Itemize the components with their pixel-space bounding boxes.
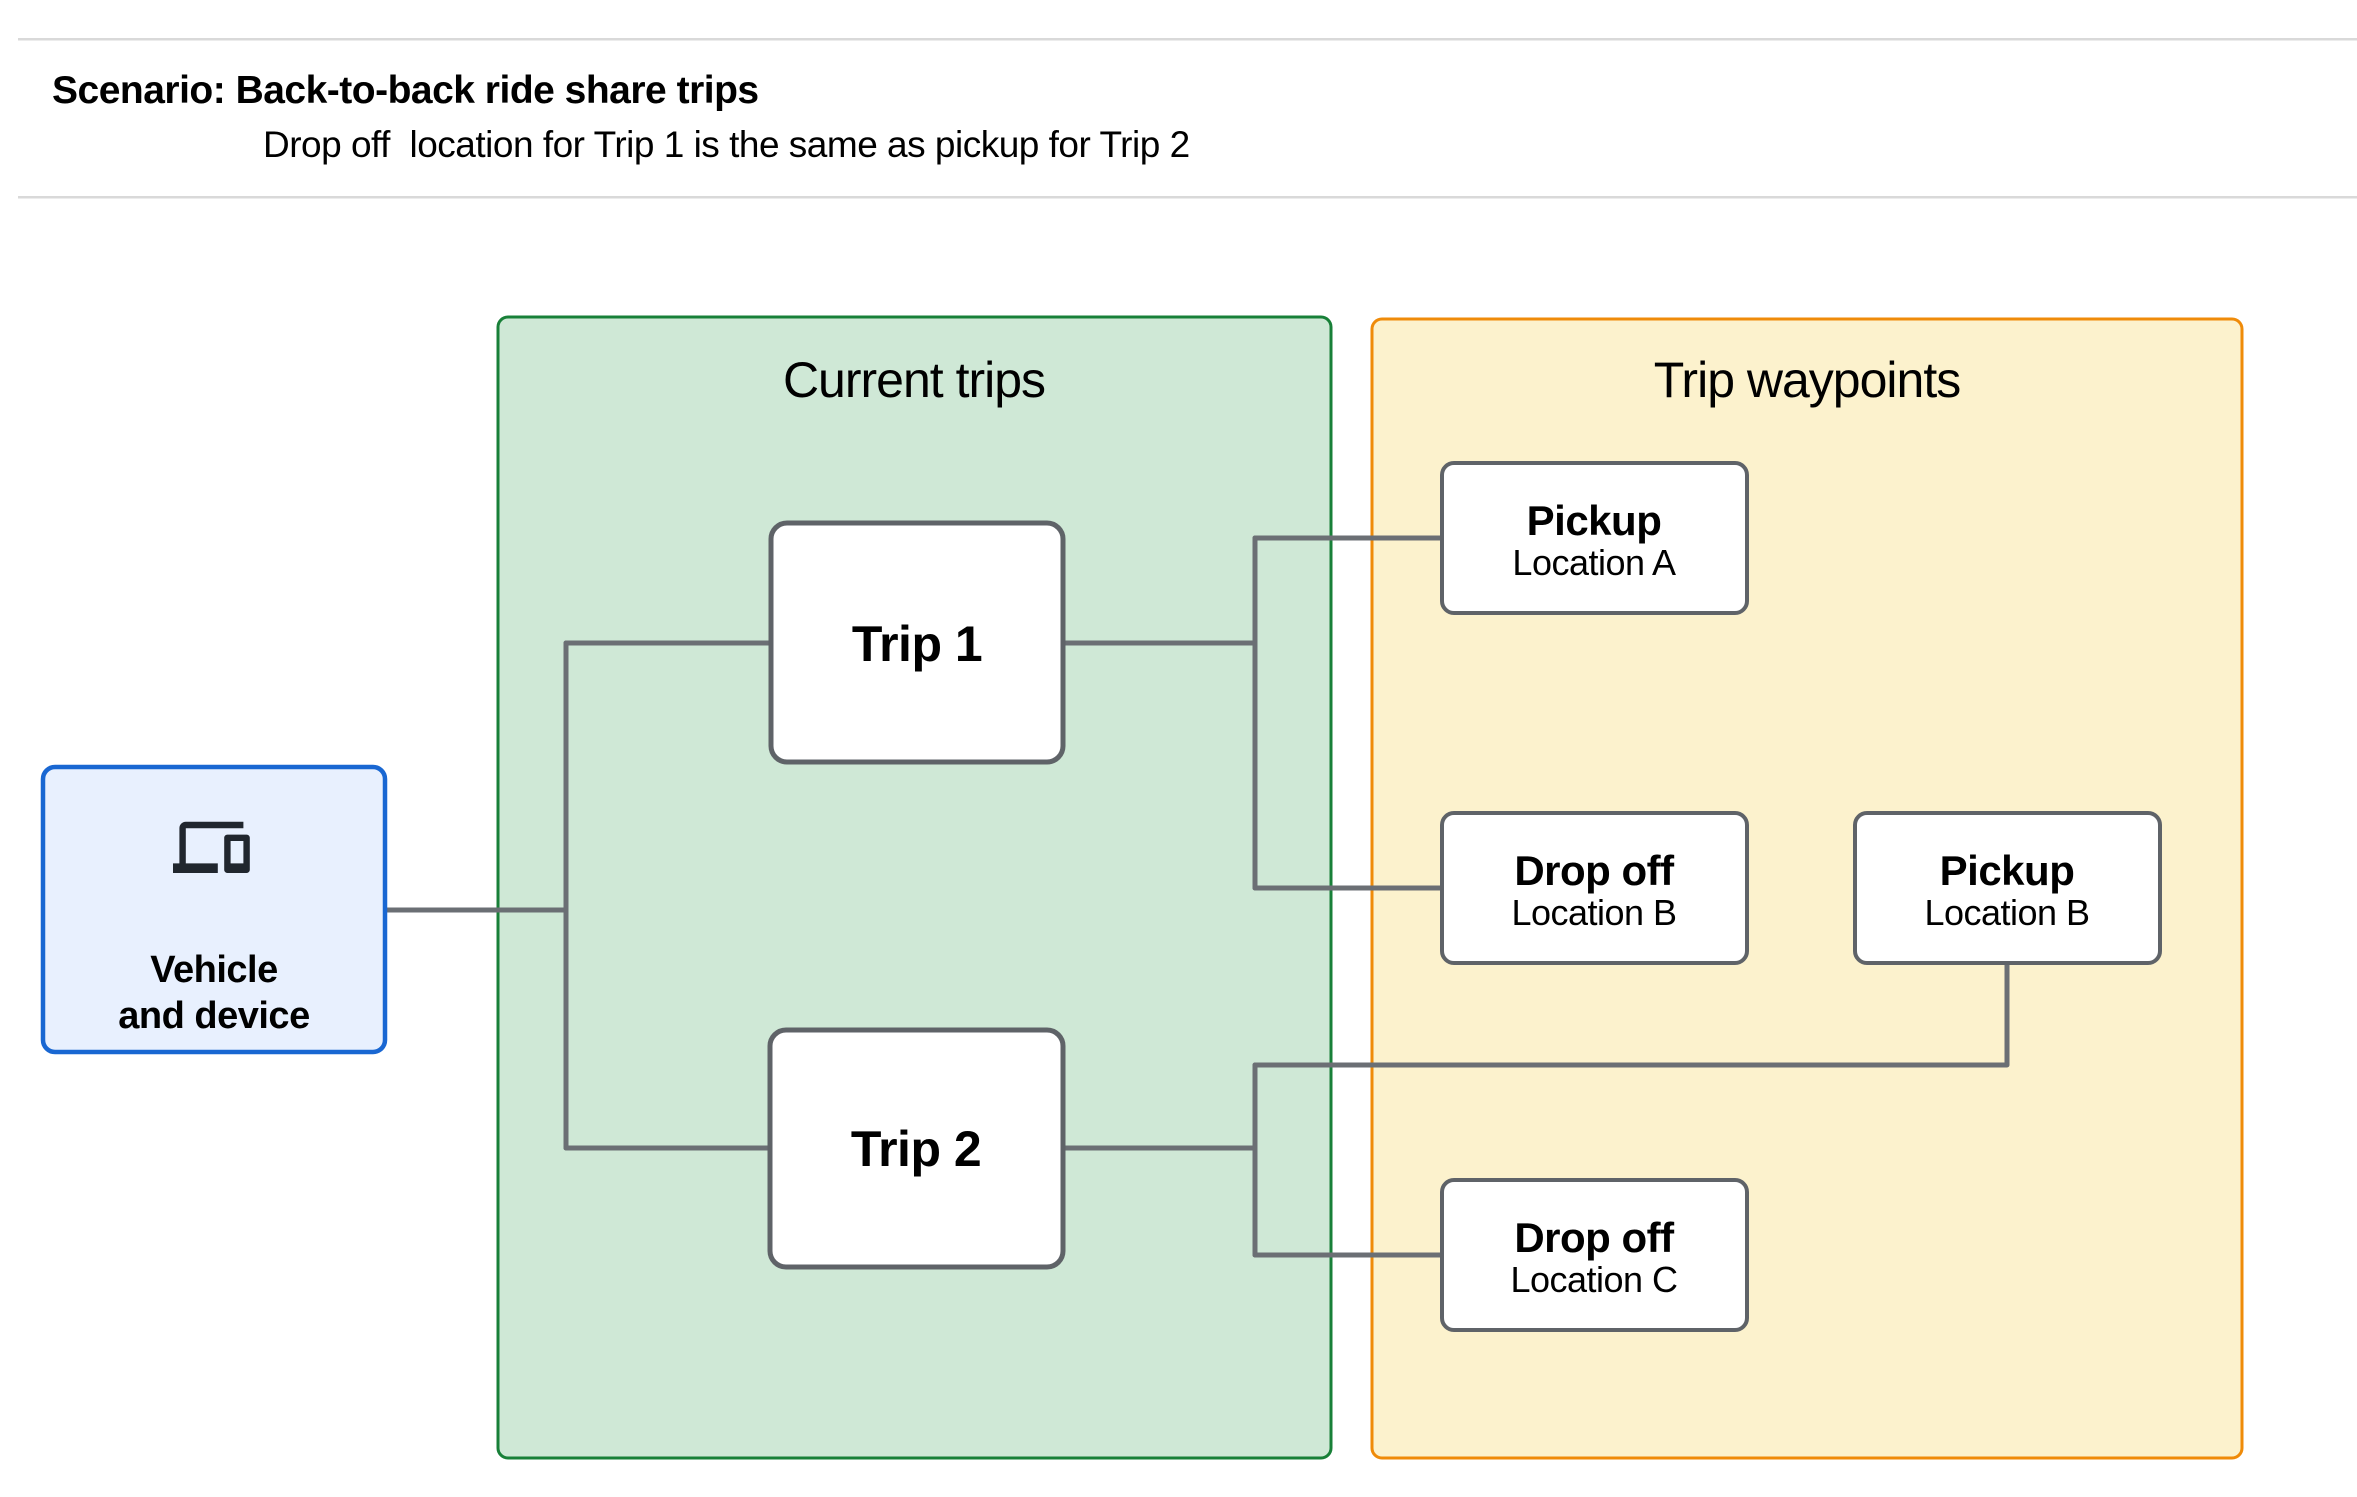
page-title: Scenario: Back-to-back ride share trips xyxy=(52,69,759,112)
waypoint-pickup-b: Pickup Location B xyxy=(1853,811,2162,965)
page-subtitle: Drop off location for Trip 1 is the same… xyxy=(263,124,1190,165)
vehicle-label-line1: Vehicle xyxy=(150,949,277,991)
vehicle-node: Vehicle and device xyxy=(40,764,388,1055)
connector-pickup-b-link xyxy=(1252,959,2010,1068)
vehicle-box xyxy=(40,764,388,1055)
trip-waypoints-title: Trip waypoints xyxy=(1654,352,1960,408)
trip2-label: Trip 2 xyxy=(851,1121,981,1177)
dropoff-b-title: Drop off xyxy=(1514,847,1675,894)
dropoff-b-box xyxy=(1440,811,1749,965)
dropoff-c-box xyxy=(1440,1178,1749,1332)
current-trips-container xyxy=(496,315,1333,1460)
waypoint-dropoff-c: Drop off Location C xyxy=(1440,1178,1749,1332)
connectors xyxy=(382,535,2010,1258)
pickup-b-subtitle: Location B xyxy=(1924,892,2089,933)
vehicle-label-line2: and device xyxy=(118,995,309,1037)
pickup-a-title: Pickup xyxy=(1527,497,1662,544)
pickup-b-box xyxy=(1853,811,2162,965)
pickup-b-title: Pickup xyxy=(1940,847,2075,894)
dropoff-c-title: Drop off xyxy=(1514,1214,1675,1261)
trip2-node: Trip 2 xyxy=(767,1027,1066,1270)
waypoint-pickup-a: Pickup Location A xyxy=(1440,461,1749,615)
dropoff-b-subtitle: Location B xyxy=(1511,892,1676,933)
trip2-box xyxy=(767,1027,1066,1270)
trip1-box xyxy=(768,520,1066,765)
header-divider xyxy=(18,196,2357,199)
pickup-a-subtitle: Location A xyxy=(1512,542,1676,583)
pickup-a-box xyxy=(1440,461,1749,615)
trip1-label: Trip 1 xyxy=(852,616,982,672)
current-trips-title: Current trips xyxy=(783,352,1045,408)
trip1-node: Trip 1 xyxy=(768,520,1066,765)
top-divider xyxy=(18,38,2357,41)
dropoff-c-subtitle: Location C xyxy=(1510,1259,1677,1300)
waypoint-dropoff-b: Drop off Location B xyxy=(1440,811,1749,965)
